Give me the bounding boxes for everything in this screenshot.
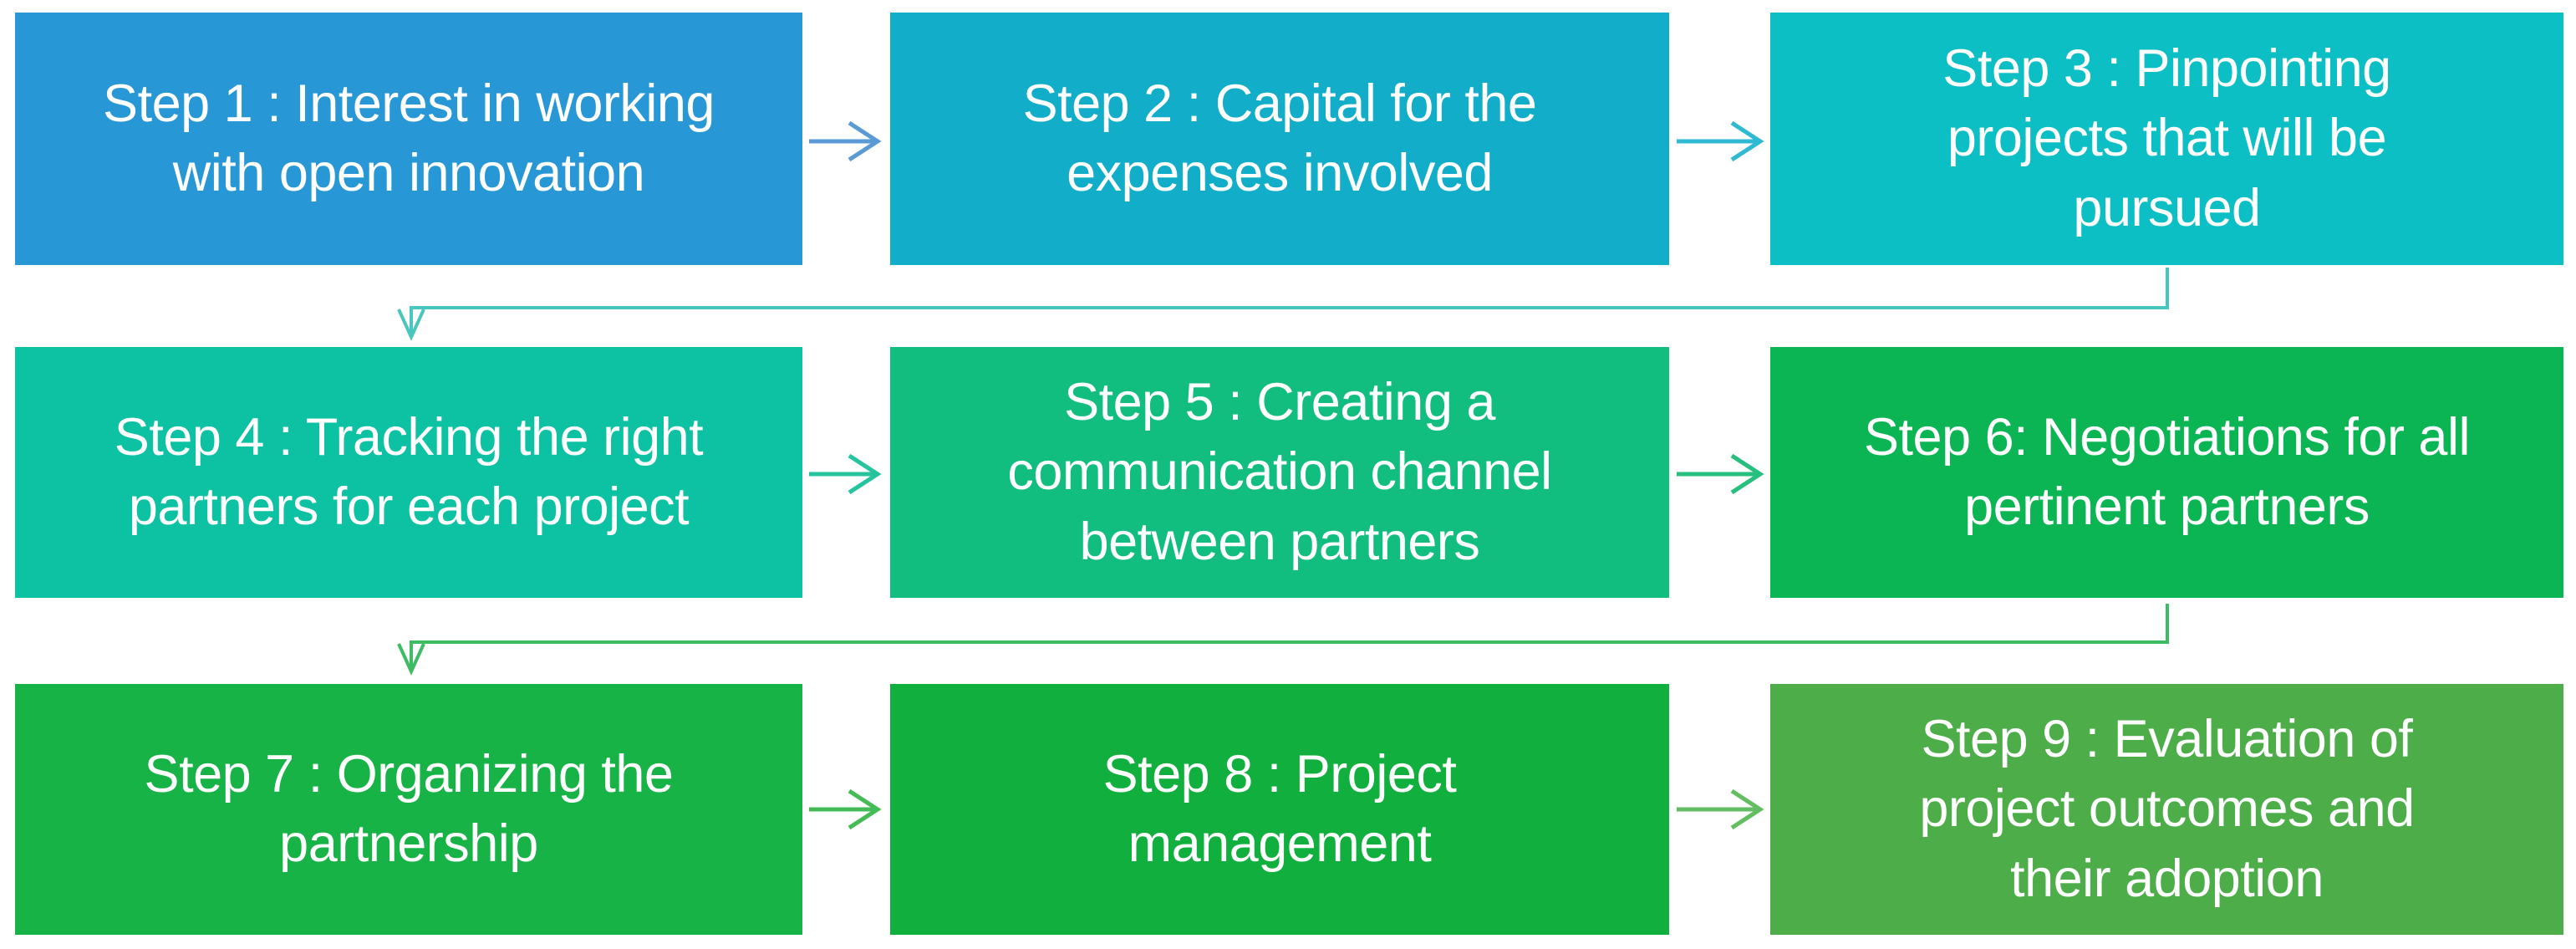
arrow-2-3 xyxy=(1677,120,1764,162)
arrow-1-2 xyxy=(809,120,882,162)
arrow-4-5 xyxy=(809,453,882,495)
arrow-5-6-head xyxy=(1730,453,1764,495)
step-1-box: Step 1 : Interest in working with open i… xyxy=(15,13,802,265)
elbow-6-7-line xyxy=(410,604,2169,667)
arrow-8-9-head xyxy=(1730,788,1764,830)
elbow-6-7-head xyxy=(397,643,425,676)
step-1-label: Step 1 : Interest in working with open i… xyxy=(103,74,715,202)
arrow-7-8-head xyxy=(848,788,882,830)
step-9-label: Step 9 : Evaluation of project outcomes … xyxy=(1919,710,2415,908)
arrow-5-6 xyxy=(1677,453,1764,495)
step-3-label: Step 3 : Pinpointing projects that will … xyxy=(1942,39,2391,237)
step-6-box: Step 6: Negotiations for all pertinent p… xyxy=(1770,347,2563,598)
step-2-box: Step 2 : Capital for the expenses involv… xyxy=(890,13,1669,265)
elbow-3-4 xyxy=(397,268,2169,341)
step-9-box: Step 9 : Evaluation of project outcomes … xyxy=(1770,684,2563,935)
step-4-box: Step 4 : Tracking the right partners for… xyxy=(15,347,802,598)
arrow-8-9 xyxy=(1677,788,1764,830)
elbow-3-4-head xyxy=(397,309,425,341)
step-5-box: Step 5 : Creating a communication channe… xyxy=(890,347,1669,598)
step-8-box: Step 8 : Project management xyxy=(890,684,1669,935)
step-6-label: Step 6: Negotiations for all pertinent p… xyxy=(1864,407,2470,536)
arrow-2-3-head xyxy=(1730,120,1764,162)
step-4-label: Step 4 : Tracking the right partners for… xyxy=(114,407,704,536)
elbow-6-7 xyxy=(397,604,2169,676)
arrow-4-5-head xyxy=(848,453,882,495)
step-8-label: Step 8 : Project management xyxy=(1102,744,1457,873)
arrow-7-8 xyxy=(809,788,882,830)
step-2-label: Step 2 : Capital for the expenses involv… xyxy=(1022,74,1537,202)
step-5-label: Step 5 : Creating a communication channe… xyxy=(1007,373,1552,571)
step-7-box: Step 7 : Organizing the partnership xyxy=(15,684,802,935)
arrow-1-2-head xyxy=(848,120,882,162)
elbow-3-4-line xyxy=(410,268,2169,333)
step-3-box: Step 3 : Pinpointing projects that will … xyxy=(1770,13,2563,265)
step-7-label: Step 7 : Organizing the partnership xyxy=(144,744,674,873)
